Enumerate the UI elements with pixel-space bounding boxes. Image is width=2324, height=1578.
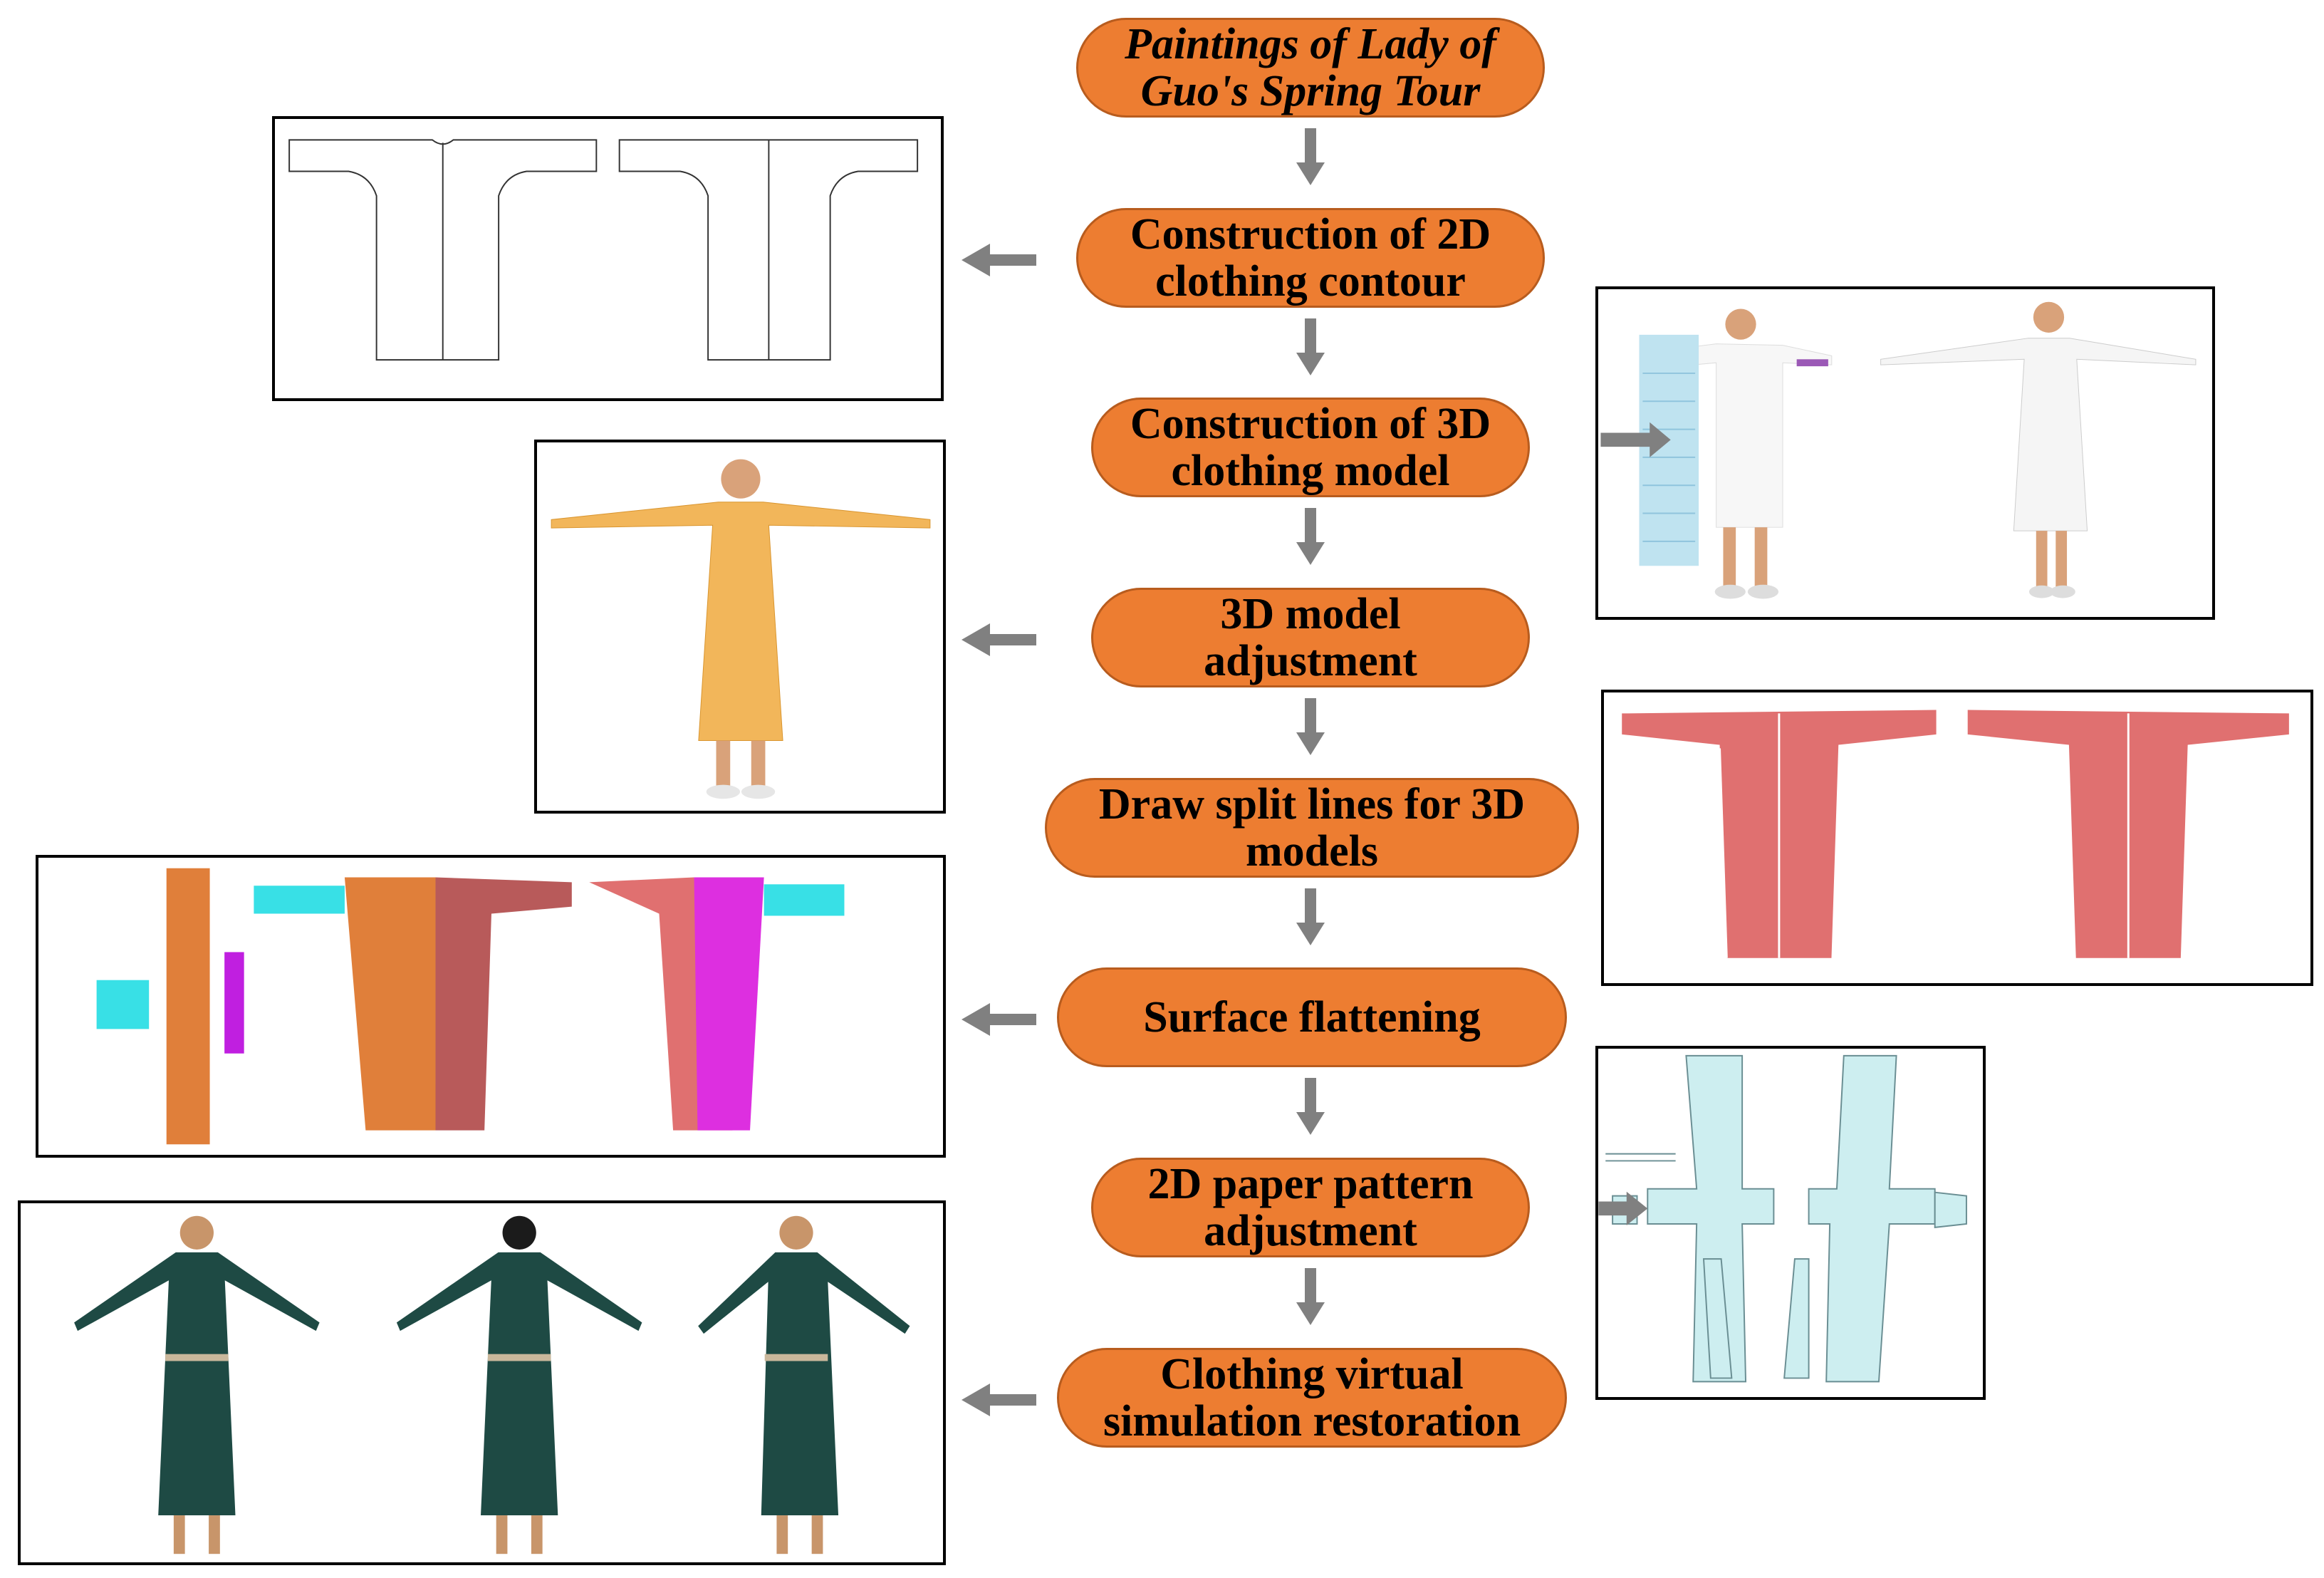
panel-restoration [18,1200,946,1565]
step-label: 3D model adjustment [1204,590,1417,685]
step-paintings: Paintings of Lady of Guo's Spring Tour [1076,18,1545,118]
left-arrow-icon [962,1384,1036,1416]
restoration-illustration [74,1215,910,1554]
step-label: 2D paper pattern adjustment [1147,1160,1474,1255]
step-2d-contour: Construction of 2D clothing contour [1076,208,1545,308]
panel-flattening [36,855,946,1158]
contour-outline-illustration [288,139,919,361]
down-arrow-icon [1296,318,1325,375]
step-paper-pattern: 2D paper pattern adjustment [1091,1158,1530,1257]
down-arrow-icon [1296,888,1325,945]
down-arrow-icon [1296,1268,1325,1325]
step-3d-model: Construction of 3D clothing model [1091,398,1530,497]
panel-2d-contour [272,116,944,401]
down-arrow-icon [1296,508,1325,565]
left-arrow-icon [962,1003,1036,1036]
step-surface-flattening: Surface flattening [1057,967,1567,1067]
3d-model-adjusted-illustration [551,459,931,799]
3d-model-build-illustration [1600,301,2197,599]
step-label: Construction of 2D clothing contour [1130,210,1491,306]
step-3d-adjustment: 3D model adjustment [1091,588,1530,687]
down-arrow-icon [1296,1078,1325,1135]
left-arrow-icon [962,623,1036,656]
flattening-illustration [96,868,845,1145]
split-lines-illustration [1622,710,2289,958]
step-restoration: Clothing virtual simulation restoration [1057,1348,1567,1448]
step-label: Construction of 3D clothing model [1130,400,1491,495]
down-arrow-icon [1296,128,1325,185]
step-label: Draw split lines for 3D models [1098,780,1526,876]
panel-paper-pattern [1595,1046,1986,1400]
panel-3d-model-adjusted [534,440,946,814]
step-label: Paintings of Lady of Guo's Spring Tour [1125,20,1496,115]
step-label: Surface flattening [1143,993,1481,1042]
paper-pattern-illustration [1598,1054,1967,1383]
step-split-lines: Draw split lines for 3D models [1045,778,1579,878]
panel-3d-model-build [1595,286,2215,620]
down-arrow-icon [1296,698,1325,755]
left-arrow-icon [962,244,1036,276]
panel-split-lines [1601,690,2313,986]
step-label: Clothing virtual simulation restoration [1103,1350,1521,1445]
